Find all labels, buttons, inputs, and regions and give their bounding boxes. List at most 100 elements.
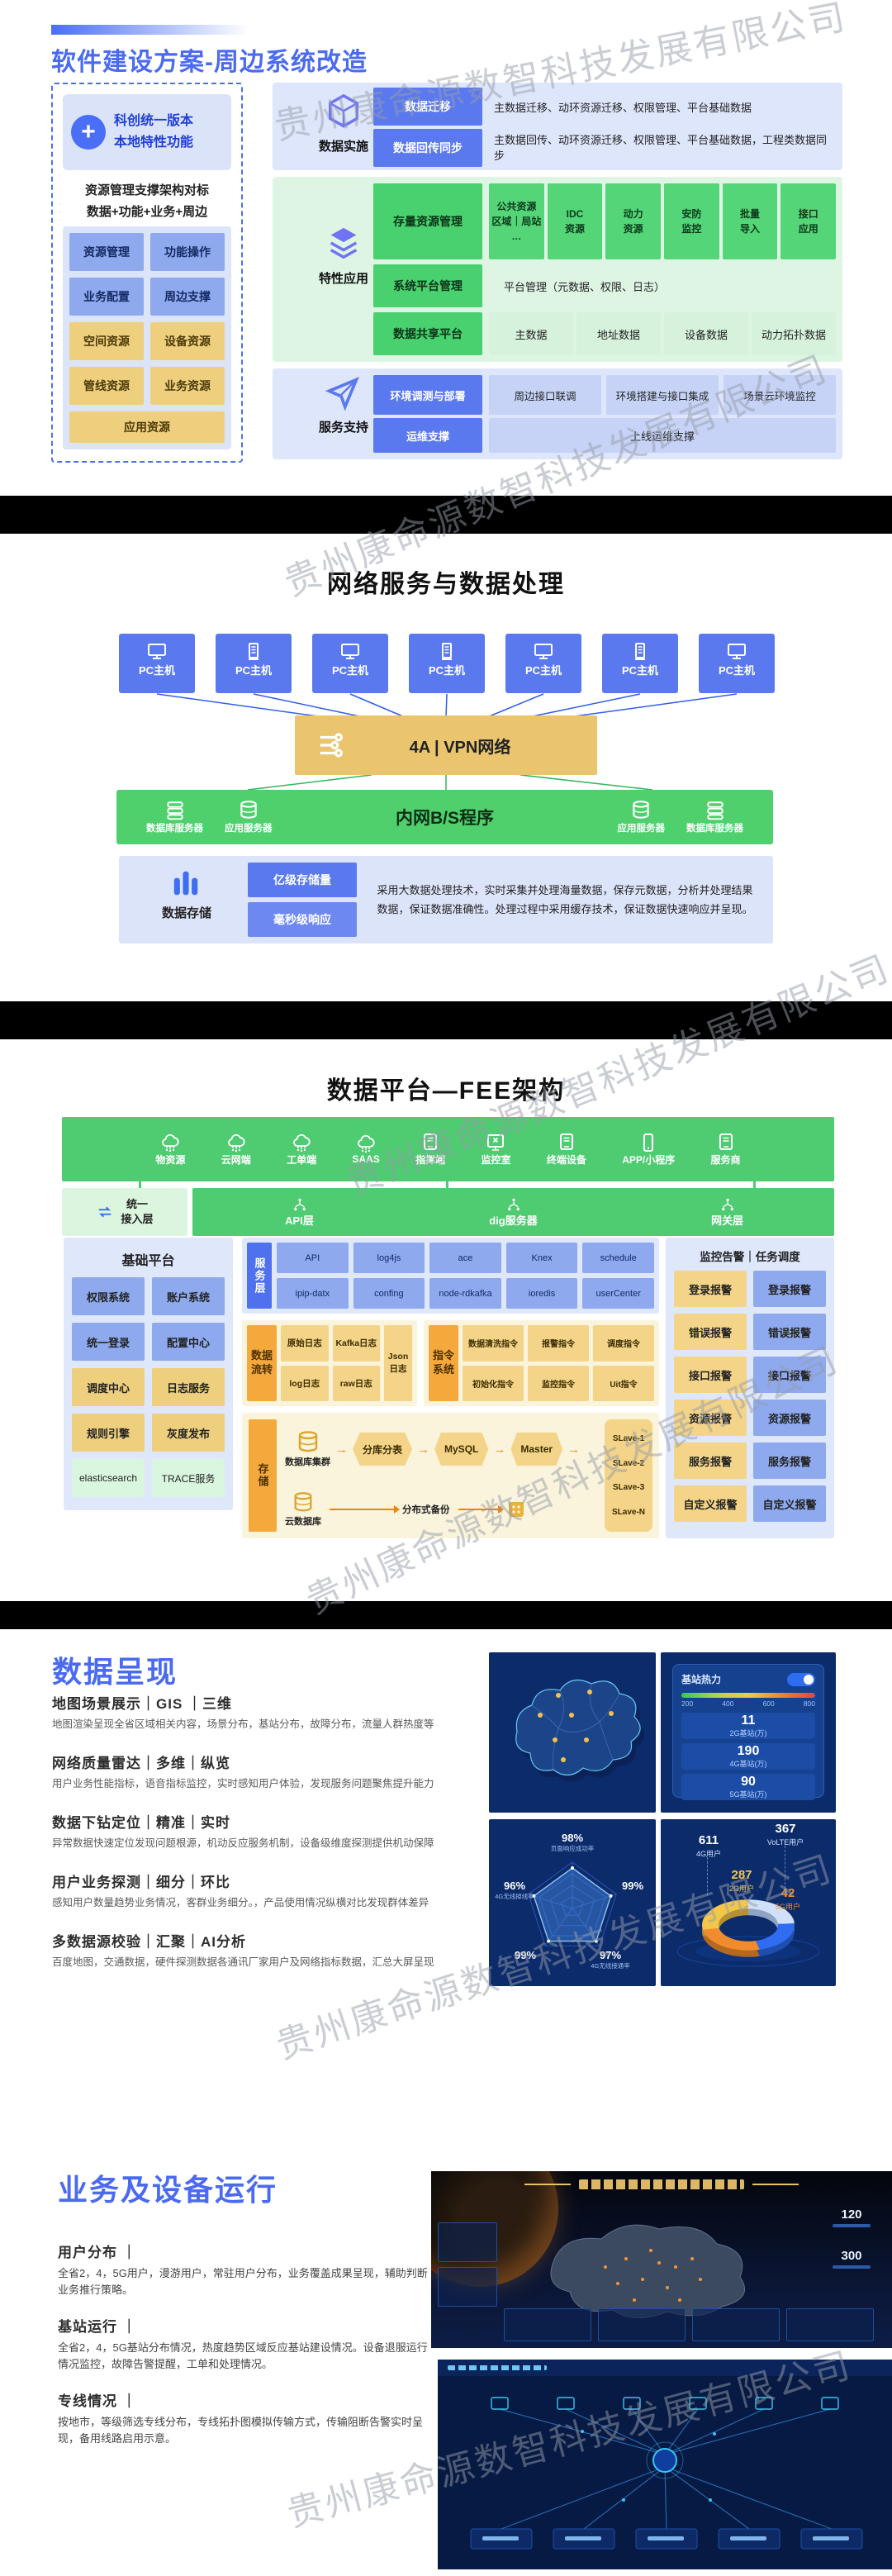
service-layer-label: 服务层 bbox=[247, 1243, 272, 1309]
access-column-label: 网关层 bbox=[710, 1214, 743, 1227]
mini-panel bbox=[438, 2222, 497, 2262]
fee-endpoint-bar: 物资源 云网端 工单端 SAAS 指挥端 监控室 终端设备 APP/小程序 服务… bbox=[62, 1117, 834, 1181]
tablet-icon bbox=[557, 1133, 576, 1153]
stock-resource-cell: 安防 监控 bbox=[664, 183, 719, 259]
feature-block: 专线情况 ｜ 按地市，等级筛选专线分布，专线拓扑图模拟传输方式，传输阻断告警实时… bbox=[58, 2389, 438, 2464]
arrow-icon: → bbox=[493, 1442, 506, 1457]
feature-desc: 用户业务性能指标，语音指标监控，实时感知用户体验，发现服务问题聚焦提升能力 bbox=[52, 1778, 434, 1789]
alarm-cell: 自定义报警 bbox=[753, 1485, 826, 1522]
stat-value: 90 bbox=[741, 1774, 756, 1789]
stat-value: 367 bbox=[775, 1822, 796, 1836]
monitor-x-icon bbox=[486, 1133, 505, 1153]
stat-value: 11 bbox=[741, 1713, 756, 1728]
scale-tick: 600 bbox=[762, 1699, 775, 1708]
module-cell: 周边支撑 bbox=[150, 278, 225, 316]
base-cell: 灰度发布 bbox=[152, 1414, 225, 1452]
db-storage-panel: 存储 数据库集群 → 分库分表 → MySQL → Master → SLave… bbox=[242, 1413, 659, 1538]
stat-label: 2G基站(万) bbox=[729, 1729, 767, 1738]
access-column: dig服务器 bbox=[406, 1188, 620, 1236]
connector-tick bbox=[446, 1181, 448, 1188]
feature-heading: 专线情况 ｜ bbox=[58, 2393, 137, 2409]
heat-stat: 190 4G基站(万) bbox=[681, 1743, 815, 1770]
endpoint-label: SAAS bbox=[352, 1153, 380, 1165]
scale-tick: 400 bbox=[722, 1699, 734, 1708]
stat-label: 5G基站(万) bbox=[729, 1790, 767, 1799]
monitor-row: 错误报警 错误报警 bbox=[674, 1314, 826, 1350]
title-fin bbox=[752, 2184, 799, 2185]
unified-access-box: 统一 接入层 bbox=[62, 1188, 187, 1236]
alarm-cell: 资源报警 bbox=[753, 1400, 826, 1436]
server-node: 应用服务器 bbox=[225, 800, 273, 834]
tablet-icon bbox=[716, 1133, 736, 1153]
scale-tick: 200 bbox=[681, 1699, 694, 1708]
report-cell: 错误报警 bbox=[674, 1314, 747, 1350]
radar-value: 99% bbox=[621, 1880, 644, 1892]
base-cell: elasticsearch bbox=[72, 1459, 145, 1497]
s1-title: 软件建设方案-周边系统改造 bbox=[51, 49, 368, 76]
log-cell: log日志 bbox=[281, 1365, 329, 1401]
bs-title: 内网B/S程序 bbox=[395, 809, 494, 828]
slave-label: SLave-1 bbox=[612, 1434, 645, 1444]
server-node: 数据库服务器 bbox=[146, 800, 203, 834]
heat-title: 基站热力 bbox=[681, 1674, 722, 1685]
radar-point-bl: 99% bbox=[501, 1949, 550, 1961]
mini-panel bbox=[598, 2308, 686, 2341]
topology-header bbox=[438, 2360, 892, 2376]
json-log-cell: Json 日志 bbox=[384, 1325, 412, 1401]
feature-desc: 感知用户数量趋势业务情况，客群业务细分。，产品使用情况纵横对比发现群体差异 bbox=[52, 1897, 429, 1908]
scale-tick: 800 bbox=[803, 1699, 815, 1708]
pc-label: PC主机 bbox=[138, 664, 176, 677]
service-cell: node-rdkafka bbox=[429, 1278, 501, 1309]
feature-desc: 百度地图，交通数据，硬件探测数据各通讯厂家用户及网络指标数据，汇总大屏呈现 bbox=[52, 1956, 434, 1968]
heat-gradient-bar bbox=[681, 1693, 815, 1698]
endpoint-监控室: 监控室 bbox=[481, 1133, 510, 1167]
stat-value: 611 bbox=[698, 1833, 719, 1847]
storage-desc: 采用大数据处理技术，实时采集并处理海量数据，保存元数据，分析并处理结果数据，保证… bbox=[377, 883, 753, 915]
fork-icon bbox=[292, 1197, 307, 1212]
monitor-icon bbox=[726, 642, 747, 662]
endpoint-云网端: 云网端 bbox=[221, 1133, 251, 1167]
cloud-icon bbox=[356, 1134, 376, 1153]
service-cell: ace bbox=[429, 1243, 501, 1273]
command-cell: 数据清洗指令 bbox=[463, 1325, 524, 1362]
data-share-cell: 动力拓扑数据 bbox=[752, 312, 836, 355]
endpoint-服务商: 服务商 bbox=[711, 1133, 741, 1167]
resource-cell: 设备资源 bbox=[150, 322, 225, 360]
send-icon bbox=[325, 375, 361, 411]
feature-heading: 多数据源校验｜汇聚｜AI分析 bbox=[52, 1934, 246, 1950]
phone-icon bbox=[638, 1133, 658, 1153]
tower-icon bbox=[243, 642, 264, 662]
radar-value: 96% bbox=[503, 1880, 526, 1892]
data-share-btn: 数据共享平台 bbox=[373, 312, 482, 355]
badge-line1: 科创统一版本 bbox=[114, 114, 194, 129]
monitor-row: 服务报警 服务报警 bbox=[674, 1442, 826, 1479]
log-cell: 原始日志 bbox=[281, 1325, 329, 1362]
stat-label: VoLTE用户 bbox=[766, 1837, 804, 1846]
endpoint-label: 服务商 bbox=[710, 1153, 741, 1166]
data-share-cell: 设备数据 bbox=[664, 312, 748, 355]
cloud-icon bbox=[292, 1133, 311, 1153]
stat-value: 190 bbox=[737, 1743, 760, 1758]
service-cell: Knex bbox=[505, 1243, 578, 1273]
data-migration-btn: 数据迁移 bbox=[373, 88, 482, 126]
heat-toggle[interactable] bbox=[787, 1672, 815, 1686]
separator-bar bbox=[0, 496, 892, 534]
command-cell: 初始化指令 bbox=[463, 1365, 524, 1401]
dashboard-screenshot-topology bbox=[438, 2360, 892, 2569]
monitor-icon bbox=[533, 642, 554, 662]
server-node: 应用服务器 bbox=[618, 800, 665, 834]
s1-badge: + 科创统一版本 本地特性功能 bbox=[63, 94, 231, 170]
screen-title-bar bbox=[431, 2179, 892, 2189]
s4-title: 数据呈现 bbox=[52, 1655, 178, 1689]
feature-desc: 按地市，等级筛选专线分布，专线拓扑图模拟传输方式，传输阻断告警实时呈现，备用线路… bbox=[58, 2416, 424, 2445]
arrow-icon: → bbox=[567, 1442, 581, 1457]
fork-icon bbox=[720, 1197, 735, 1212]
endpoint-label: 云网端 bbox=[221, 1153, 251, 1166]
donut-chart bbox=[676, 1899, 820, 1967]
data-sync-desc: 主数据回传、动环资源迁移、权限管理、平台基础数据，工程类数据同步 bbox=[494, 133, 828, 163]
pc-node: PC主机 bbox=[602, 634, 678, 693]
master-hex: Master bbox=[510, 1433, 563, 1466]
